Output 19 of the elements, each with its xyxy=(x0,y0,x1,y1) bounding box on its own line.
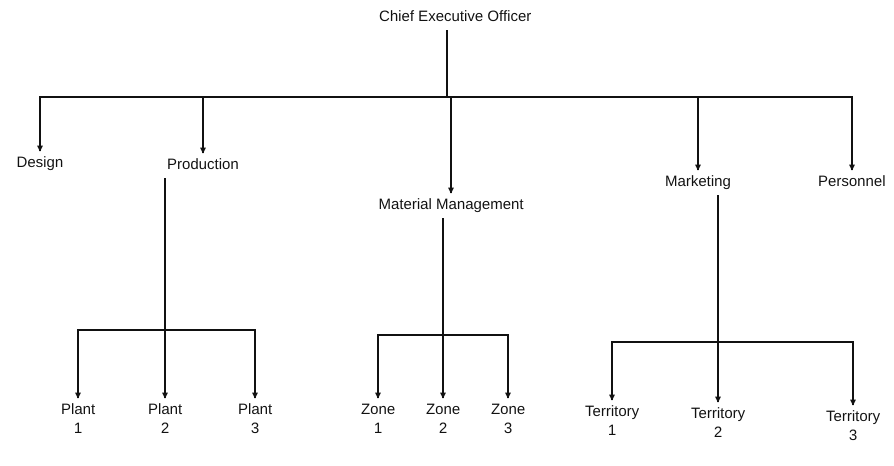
node-label: Material Management xyxy=(378,196,524,215)
arrow xyxy=(442,218,511,399)
node-label: Design xyxy=(16,154,64,173)
node-label: Marketing xyxy=(665,173,731,192)
node-label: Chief Executive Officer xyxy=(379,8,532,27)
node-label: Territory 3 xyxy=(826,408,880,446)
node-label: Territory 2 xyxy=(691,405,746,442)
node-label: Personnel xyxy=(818,173,886,192)
node-label: Territory 1 xyxy=(585,403,640,440)
node-label: Zone 3 xyxy=(491,401,526,438)
node-label: Production xyxy=(167,156,239,175)
arrow xyxy=(446,30,855,171)
node-label: Plant 2 xyxy=(148,401,182,438)
node-label: Zone 1 xyxy=(361,401,396,438)
arrow xyxy=(717,195,856,406)
arrow xyxy=(164,178,258,399)
node-label: Plant 1 xyxy=(61,401,96,438)
node-label: Plant 3 xyxy=(238,401,272,438)
node-label: Zone 2 xyxy=(426,401,460,438)
